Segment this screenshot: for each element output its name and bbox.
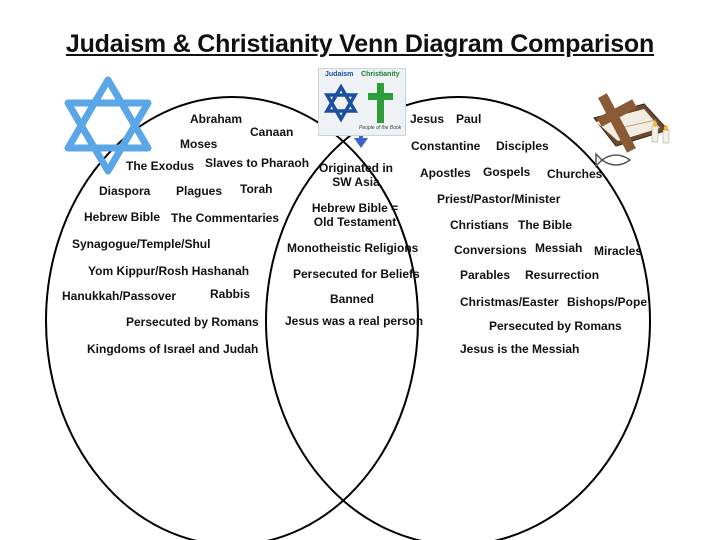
badge-symbols	[323, 83, 393, 123]
judaism-term: Abraham	[190, 112, 243, 126]
judaism-term: Persecuted by Romans	[126, 315, 259, 329]
christianity-term: Messiah	[535, 241, 583, 255]
judaism-term: Kingdoms of Israel and Judah	[87, 342, 259, 356]
christianity-term: The Bible	[518, 218, 573, 232]
christianity-term: Resurrection	[525, 268, 600, 282]
shared-term: Originated in SW Asia	[318, 161, 393, 189]
christianity-term: Constantine	[411, 139, 481, 153]
star-of-david-icon	[64, 76, 152, 175]
judaism-term: Diaspora	[99, 184, 151, 198]
christianity-term: Churches	[547, 167, 603, 181]
christianity-term: Persecuted by Romans	[489, 319, 622, 333]
judaism-term: Torah	[240, 182, 273, 196]
shared-term: Persecuted for Beliefs	[293, 267, 420, 281]
christianity-term: Conversions	[454, 243, 527, 257]
judaism-circle	[45, 96, 419, 540]
page-title: Judaism & Christianity Venn Diagram Comp…	[65, 30, 655, 58]
shared-term: Hebrew Bible = Old Testament	[311, 201, 399, 229]
christianity-term: Miracles	[594, 244, 643, 258]
christianity-term: Christians	[450, 218, 509, 232]
christianity-term: Paul	[456, 112, 482, 126]
shared-term: Monotheistic Religions	[287, 241, 419, 255]
judaism-christianity-badge-icon: Judaism Christianity People of the Book	[318, 68, 406, 136]
shared-term: Banned	[330, 292, 375, 306]
badge-star-icon	[323, 83, 359, 123]
christianity-term: Disciples	[496, 139, 549, 153]
judaism-term: Plagues	[176, 184, 223, 198]
christianity-term: Bishops/Pope	[567, 295, 648, 309]
christianity-circle	[265, 96, 651, 540]
cross-and-bible-icon	[593, 93, 670, 168]
judaism-term: Moses	[180, 137, 218, 151]
judaism-term: Yom Kippur/Rosh Hashanah	[88, 264, 250, 278]
judaism-term: The Commentaries	[171, 211, 280, 225]
judaism-term: Slaves to Pharaoh	[205, 156, 310, 170]
badge-cross-icon	[368, 83, 393, 123]
judaism-term: Rabbis	[210, 287, 251, 301]
badge-judaism-label: Judaism	[325, 71, 354, 78]
judaism-term: Hanukkah/Passover	[62, 289, 177, 303]
christianity-term: Christmas/Easter	[460, 295, 559, 309]
christianity-term: Jesus is the Messiah	[460, 342, 580, 356]
christianity-term: Priest/Pastor/Minister	[437, 192, 561, 206]
shared-term: Jesus was a real person	[285, 314, 424, 328]
christianity-term: Jesus	[410, 112, 445, 126]
judaism-term: The Exodus	[126, 159, 195, 173]
christianity-term: Parables	[460, 268, 511, 282]
judaism-term: Canaan	[250, 125, 294, 139]
christianity-term: Apostles	[420, 166, 471, 180]
judaism-term: Synagogue/Temple/Shul	[72, 237, 211, 251]
badge-caption: People of the Book	[359, 125, 402, 131]
badge-christianity-label: Christianity	[361, 71, 400, 78]
christianity-term: Gospels	[483, 165, 531, 179]
judaism-term: Hebrew Bible	[84, 210, 161, 224]
